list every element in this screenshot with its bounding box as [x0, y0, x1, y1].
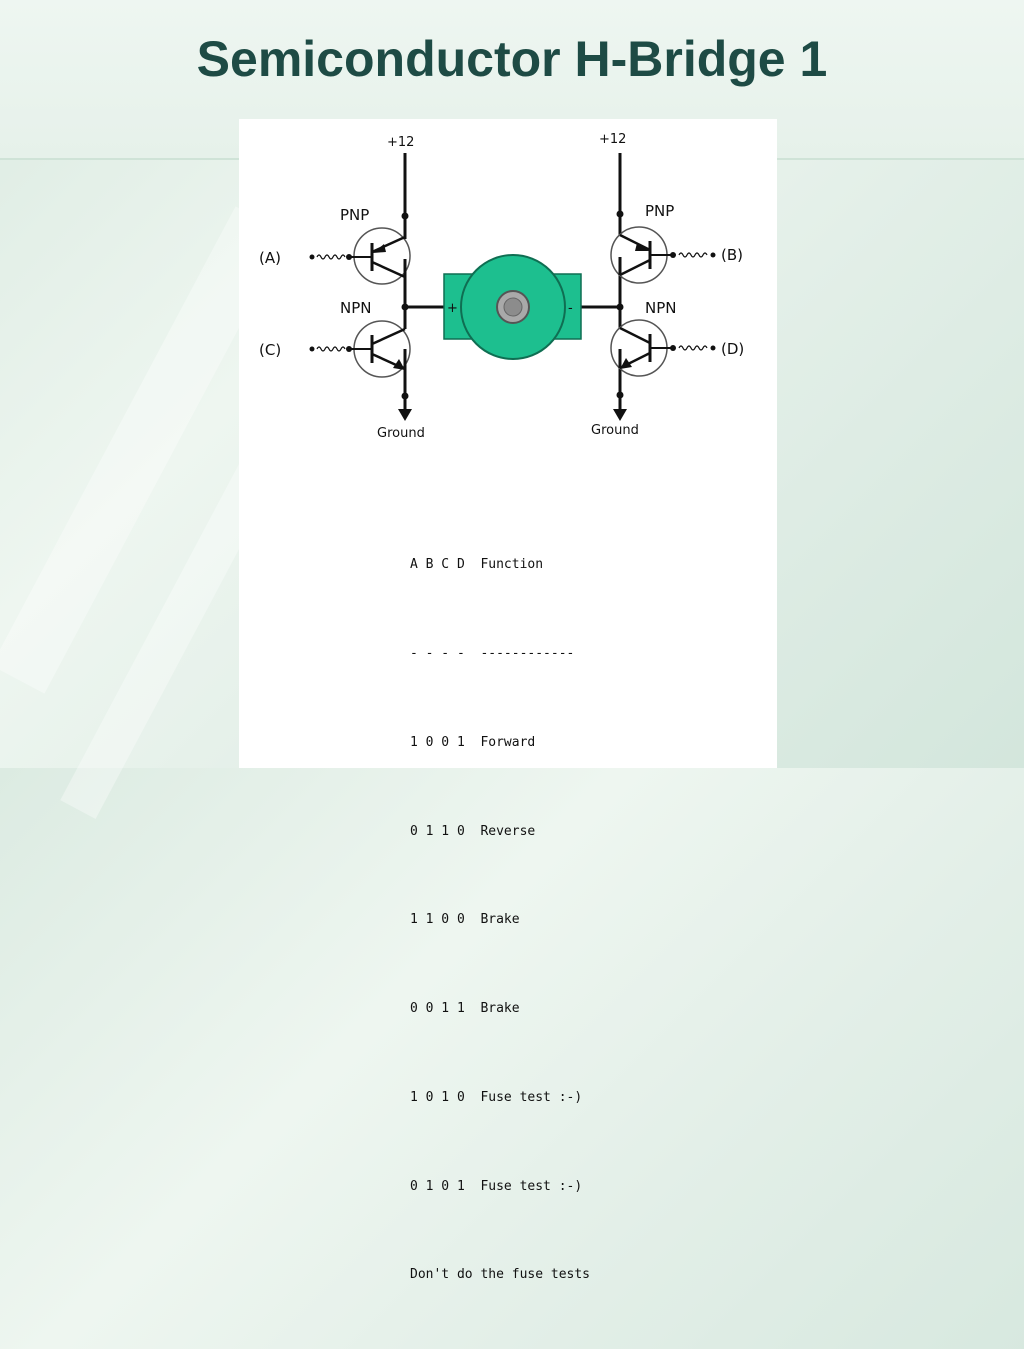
- junction-dot: [616, 303, 624, 311]
- pnp-label-right: PNP: [645, 202, 674, 220]
- ground-label-right: Ground: [591, 423, 639, 438]
- junction-dot: [401, 392, 409, 400]
- transistor-pnp-left: [309, 227, 411, 285]
- ground-label-left: Ground: [377, 426, 425, 441]
- truth-table-row: 0 1 0 1 Fuse test :-): [410, 1178, 583, 1194]
- truth-table-row: 0 1 1 0 Reverse: [410, 823, 536, 839]
- motor-shaft: [503, 297, 523, 317]
- transistor-npn-left: [309, 320, 411, 378]
- pnp-label-left: PNP: [340, 206, 369, 224]
- npn-label-right: NPN: [645, 299, 677, 317]
- truth-table-separator: - - - - ------------: [410, 645, 575, 661]
- truth-table: A B C D Function - - - - ------------ 1 …: [410, 491, 590, 1349]
- npn-label-left: NPN: [340, 299, 372, 317]
- ground-arrow-right: [613, 409, 627, 421]
- h-bridge-figure: +12 +12 PNP PNP NPN NPN (A) (C) (B) (D) …: [239, 119, 777, 1282]
- motor-minus-label: -: [568, 301, 573, 316]
- input-label-c: (C): [259, 341, 281, 359]
- motor-plus-label: +: [447, 301, 458, 316]
- supply-label-right: +12: [599, 132, 626, 147]
- truth-table-row: 0 0 1 1 Brake: [410, 1001, 520, 1017]
- h-bridge-circuit-diagram: +12 +12 PNP PNP NPN NPN (A) (C) (B) (D) …: [259, 132, 744, 441]
- truth-table-row: 1 1 0 0 Brake: [410, 912, 520, 928]
- truth-table-note: Don't do the fuse tests: [410, 1267, 591, 1283]
- input-label-b: (B): [721, 246, 743, 264]
- truth-table-header: A B C D Function: [410, 557, 544, 573]
- transistor-pnp-right: [610, 226, 716, 284]
- junction-dot: [401, 212, 409, 220]
- junction-dot: [616, 391, 624, 399]
- input-label-d: (D): [721, 340, 744, 358]
- input-label-a: (A): [259, 249, 281, 267]
- supply-label-left: +12: [387, 135, 414, 150]
- truth-table-row: 1 0 1 0 Fuse test :-): [410, 1089, 583, 1105]
- junction-dot: [401, 303, 409, 311]
- slide-title: Semiconductor H-Bridge 1: [196, 31, 828, 87]
- transistor-npn-right: [610, 319, 716, 377]
- ground-arrow-left: [398, 409, 412, 421]
- junction-dot: [616, 210, 624, 218]
- truth-table-row: 1 0 0 1 Forward: [410, 734, 536, 750]
